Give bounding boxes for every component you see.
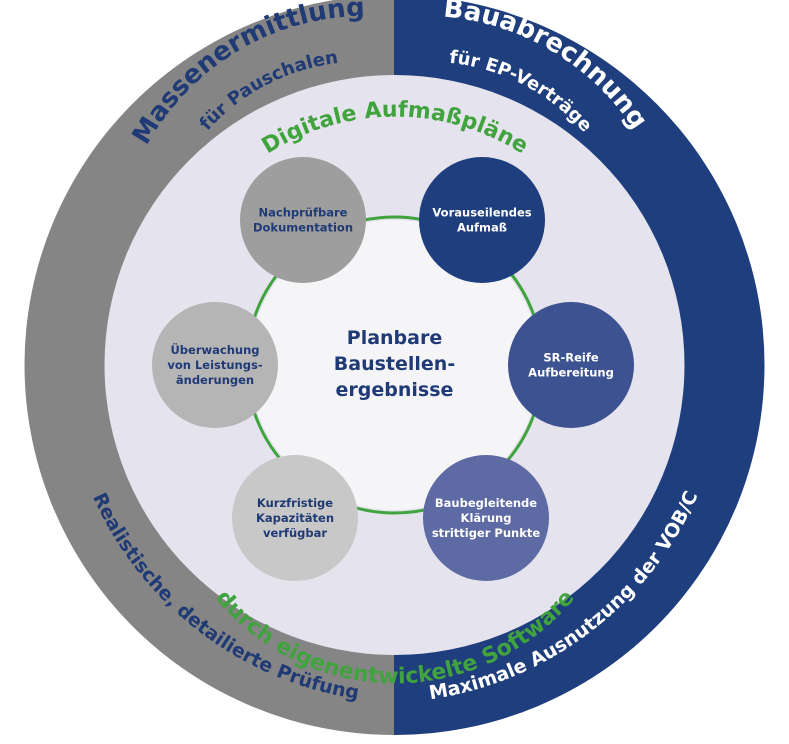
node-circle [508, 302, 634, 428]
center-title: Planbare Baustellen- ergebnisse [334, 327, 455, 401]
node-label-line: änderungen [176, 373, 254, 387]
node-label-line: Kurzfristige [257, 496, 333, 510]
node-label-line: Klärung [461, 511, 512, 525]
process-nodes: NachprüfbareDokumentationVorauseilendesA… [152, 157, 634, 581]
node-label-line: Nachprüfbare [259, 206, 348, 220]
node-circle [423, 455, 549, 581]
center-line-2: Baustellen- [334, 353, 455, 375]
center-disc [249, 220, 540, 510]
node-circle [240, 157, 366, 283]
node-label-line: strittiger Punkte [432, 526, 541, 540]
node-circle [232, 455, 358, 581]
node-label-line: Kapazitäten [256, 511, 334, 525]
node-label-line: SR-Reife [543, 351, 599, 365]
node-label-line: Vorauseilendes [432, 206, 531, 220]
node-circle [152, 302, 278, 428]
center-line-3: ergebnisse [336, 379, 454, 401]
center-line-1: Planbare [347, 327, 442, 349]
node-circle [419, 157, 545, 283]
node-label-line: von Leistungs- [167, 358, 262, 372]
node-label-line: Aufmaß [457, 221, 507, 235]
node-label-line: Dokumentation [253, 221, 353, 235]
node-label-line: Baubegleitende [435, 496, 537, 510]
node-label-line: Überwachung [170, 342, 259, 357]
node-label-line: Aufbereitung [528, 366, 614, 380]
node-label-line: verfügbar [263, 526, 327, 540]
